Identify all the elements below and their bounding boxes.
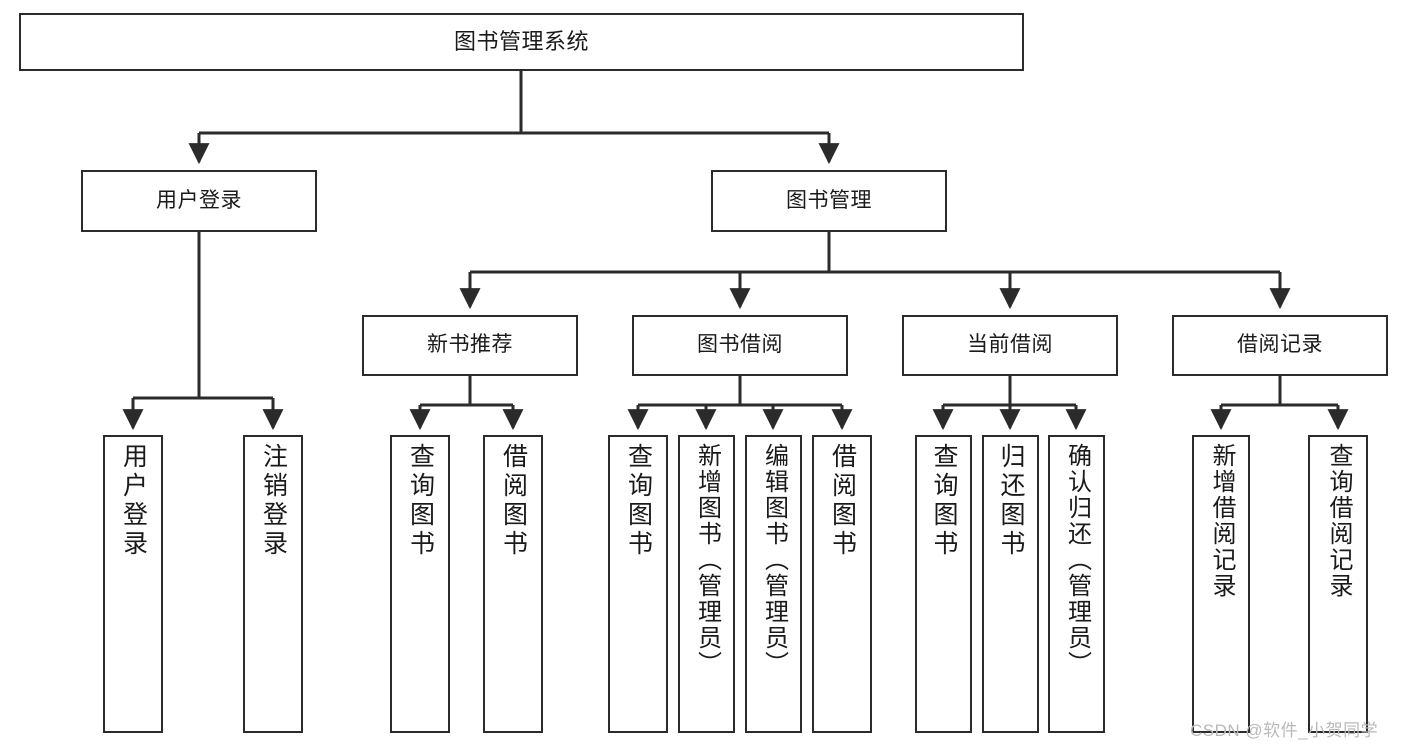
- node-user-login[interactable]: 用户登录: [81, 170, 317, 232]
- node-label: 注销登录: [259, 443, 288, 559]
- leaf-borrow-book-new[interactable]: 借阅图书: [483, 435, 543, 733]
- node-label: 新增图书（管理员）: [693, 443, 721, 677]
- node-label: 借阅图书: [499, 443, 528, 559]
- node-label: 查询图书: [406, 443, 435, 559]
- node-label: 查询图书: [930, 443, 958, 559]
- node-borrow-record[interactable]: 借阅记录: [1172, 315, 1388, 376]
- node-label: 编辑图书（管理员）: [760, 443, 788, 677]
- leaf-borrow-book[interactable]: 借阅图书: [812, 435, 872, 733]
- node-label: 借阅图书: [828, 443, 857, 559]
- node-label: 归还图书: [997, 443, 1025, 559]
- node-book-borrow[interactable]: 图书借阅: [632, 315, 848, 376]
- leaf-query-book-new[interactable]: 查询图书: [390, 435, 450, 733]
- node-label: 图书管理: [786, 188, 872, 212]
- node-current-borrow[interactable]: 当前借阅: [902, 315, 1118, 376]
- node-label: 当前借阅: [967, 333, 1053, 357]
- node-new-book-recommend[interactable]: 新书推荐: [362, 315, 578, 376]
- node-root-system[interactable]: 图书管理系统: [19, 13, 1024, 71]
- leaf-query-book-borrow[interactable]: 查询图书: [608, 435, 668, 733]
- node-label: 新增借阅记录: [1208, 443, 1235, 599]
- watermark: CSDN @软件_小贺同学: [1190, 721, 1379, 740]
- node-label: 查询借阅记录: [1325, 443, 1352, 599]
- node-label: 新书推荐: [427, 333, 513, 357]
- node-label: 查询图书: [624, 443, 653, 559]
- node-label: 用户登录: [156, 188, 242, 212]
- leaf-add-borrow-record[interactable]: 新增借阅记录: [1192, 435, 1250, 733]
- leaf-query-borrow-record[interactable]: 查询借阅记录: [1308, 435, 1368, 733]
- node-label: 借阅记录: [1237, 333, 1323, 357]
- node-label: 确认归还（管理员）: [1063, 443, 1091, 677]
- node-book-management[interactable]: 图书管理: [711, 170, 947, 232]
- leaf-user-login[interactable]: 用户登录: [103, 435, 163, 733]
- leaf-return-book[interactable]: 归还图书: [982, 435, 1039, 733]
- node-label: 图书借阅: [697, 333, 783, 357]
- leaf-edit-book-admin[interactable]: 编辑图书（管理员）: [745, 435, 802, 733]
- leaf-confirm-return-admin[interactable]: 确认归还（管理员）: [1048, 435, 1105, 733]
- leaf-query-book-current[interactable]: 查询图书: [915, 435, 972, 733]
- node-label: 图书管理系统: [453, 29, 589, 55]
- leaf-add-book-admin[interactable]: 新增图书（管理员）: [678, 435, 735, 733]
- leaf-logout[interactable]: 注销登录: [243, 435, 303, 733]
- node-label: 用户登录: [119, 443, 148, 559]
